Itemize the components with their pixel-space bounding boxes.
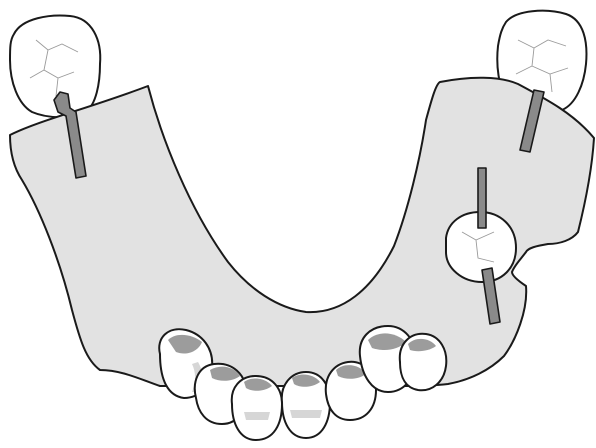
right-middle-clasp <box>478 168 486 228</box>
